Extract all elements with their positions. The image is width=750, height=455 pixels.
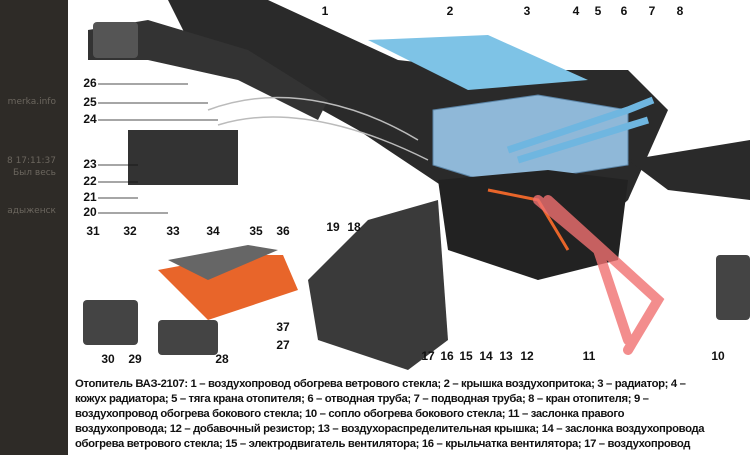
side-nozzle bbox=[716, 255, 750, 320]
caption-line: воздухопровода; 12 – добавочный резистор… bbox=[75, 423, 705, 435]
callout-label-7: 7 bbox=[648, 4, 656, 18]
callout-label-2: 2 bbox=[446, 4, 454, 18]
left-duct bbox=[88, 20, 328, 120]
callout-label-26: 26 bbox=[83, 76, 97, 90]
sidebar-status: Был весь bbox=[13, 168, 56, 178]
heater-illustration bbox=[83, 0, 750, 370]
callout-label-18: 18 bbox=[347, 220, 361, 234]
figure-caption: Отопитель ВАЗ-2107: 1 – воздухопровод об… bbox=[75, 377, 750, 452]
callout-label-36: 36 bbox=[276, 224, 290, 238]
callout-label-13: 13 bbox=[499, 349, 513, 363]
callout-label-15: 15 bbox=[459, 349, 473, 363]
air-intake-cover bbox=[368, 35, 588, 90]
callout-label-11: 11 bbox=[582, 349, 596, 363]
callout-label-8: 8 bbox=[676, 4, 684, 18]
caption-line: воздухопровод обогрева бокового стекла; … bbox=[75, 408, 625, 420]
callout-label-1: 1 bbox=[321, 4, 329, 18]
callout-label-25: 25 bbox=[83, 95, 97, 109]
lower-duct bbox=[308, 200, 448, 370]
right-duct bbox=[628, 140, 750, 200]
callout-label-22: 22 bbox=[83, 174, 97, 188]
caption-line: обогрева ветрового стекла; 15 – электрод… bbox=[75, 438, 691, 450]
callout-label-5: 5 bbox=[594, 4, 602, 18]
tap-assembly bbox=[128, 130, 238, 185]
left-nozzle bbox=[93, 22, 138, 58]
forum-sidebar: merka.info 8 17:11:37 Был весь адыженск bbox=[0, 0, 68, 455]
leader-lines bbox=[98, 83, 218, 214]
callout-label-12: 12 bbox=[520, 349, 534, 363]
callout-label-10: 10 bbox=[711, 349, 725, 363]
hand-drawn-annotation bbox=[533, 195, 665, 355]
callout-label-3: 3 bbox=[523, 4, 531, 18]
callout-label-20: 20 bbox=[83, 205, 97, 219]
nozzle-left bbox=[83, 300, 138, 345]
caption-line: Отопитель ВАЗ-2107: 1 – воздухопровод об… bbox=[75, 378, 686, 390]
callout-label-4: 4 bbox=[572, 4, 580, 18]
callout-label-21: 21 bbox=[83, 190, 97, 204]
callout-label-31: 31 bbox=[86, 224, 100, 238]
casing-top bbox=[168, 245, 278, 280]
nozzle-center bbox=[158, 320, 218, 355]
callout-label-14: 14 bbox=[479, 349, 493, 363]
callout-label-23: 23 bbox=[83, 157, 97, 171]
callout-label-37: 37 bbox=[276, 320, 290, 334]
sidebar-location: адыженск bbox=[7, 206, 56, 216]
pipes bbox=[506, 96, 655, 164]
sidebar-site-text: merka.info bbox=[7, 97, 56, 107]
callout-label-34: 34 bbox=[206, 224, 220, 238]
control-cables bbox=[207, 96, 429, 161]
sidebar-timestamp: 8 17:11:37 bbox=[6, 156, 56, 166]
callout-label-6: 6 bbox=[620, 4, 628, 18]
callout-label-29: 29 bbox=[128, 352, 142, 366]
callout-label-30: 30 bbox=[101, 352, 115, 366]
callout-label-28: 28 bbox=[215, 352, 229, 366]
callout-label-19: 19 bbox=[326, 220, 340, 234]
caption-line: кожух радиатора; 5 – тяга крана отопител… bbox=[75, 393, 649, 405]
callout-label-16: 16 bbox=[440, 349, 454, 363]
callout-label-33: 33 bbox=[166, 224, 180, 238]
callout-label-32: 32 bbox=[123, 224, 137, 238]
callout-label-35: 35 bbox=[249, 224, 263, 238]
callout-label-17: 17 bbox=[421, 349, 435, 363]
callout-label-24: 24 bbox=[83, 112, 97, 126]
callout-label-27: 27 bbox=[276, 338, 290, 352]
distributor-box bbox=[438, 170, 628, 280]
